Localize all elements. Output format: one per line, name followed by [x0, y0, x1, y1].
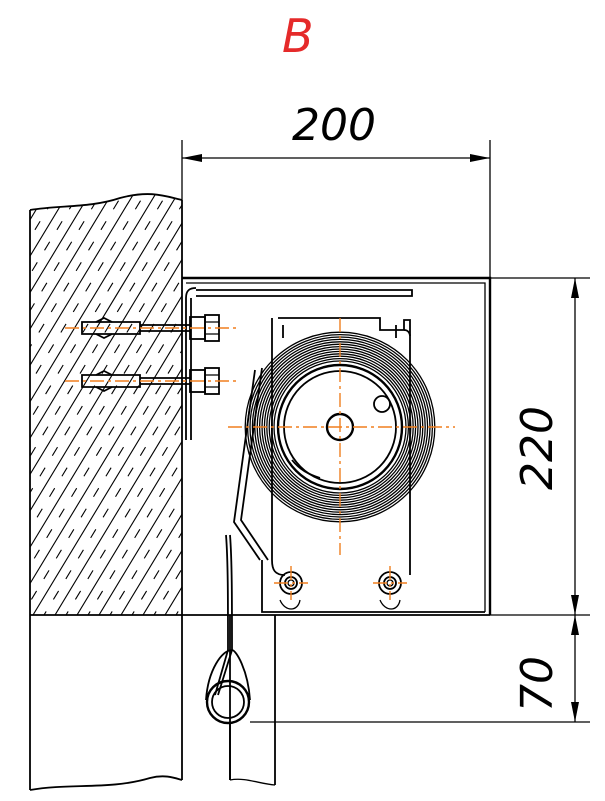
hatch-dash-line [30, 194, 148, 615]
hatch-dash-line [591, 190, 605, 620]
hatch-line [30, 194, 182, 615]
hatch-dash-line [30, 194, 182, 615]
lower-wall [29, 614, 490, 791]
hatch-line [580, 190, 605, 620]
curtain-strap [214, 367, 269, 696]
hatch-line [492, 190, 605, 620]
hatch-dash-line [195, 190, 455, 620]
hatch-line [95, 194, 182, 615]
hatch-line [0, 190, 4, 620]
hatch-line [161, 194, 182, 615]
hatch-dash-line [371, 190, 605, 620]
hatch-line [30, 194, 159, 615]
hatch-line [117, 194, 182, 615]
hatch-dash-line [349, 190, 605, 620]
hatch-line [30, 194, 182, 615]
hatch-line [0, 190, 26, 620]
hatch-line [426, 190, 605, 620]
hatch-dash-line [84, 194, 182, 615]
hatch-line [536, 190, 605, 620]
hatch-line [30, 194, 137, 615]
hatch-dash-line [459, 190, 605, 620]
dimension-height: 220 [490, 277, 590, 616]
hatch-dash-line [172, 194, 182, 615]
dimension-offset-label: 70 [512, 656, 563, 712]
hatch-dash-line [106, 194, 182, 615]
coil-ring [251, 338, 429, 516]
hatch-line [51, 194, 182, 615]
hatch-line [30, 194, 182, 615]
wall-section [0, 190, 605, 780]
hatch-dash-line [30, 194, 104, 615]
hatch-dash-line [62, 194, 182, 615]
dimension-height-label: 220 [512, 406, 563, 490]
hatch-dash-line [415, 190, 605, 620]
view-label: B [282, 9, 314, 63]
hatch-line [30, 194, 93, 615]
hatch-dash-line [437, 190, 605, 620]
hatch-dash-line [525, 190, 605, 620]
dimension-offset: 70 [250, 615, 590, 723]
hatch-dash-line [305, 190, 565, 620]
hatch-line [30, 194, 49, 615]
hatch-line [514, 190, 605, 620]
hatch-line [558, 190, 605, 620]
centerlines [65, 318, 455, 600]
anchor-top [81, 314, 220, 342]
hatch-line [338, 190, 598, 620]
hatch-line [30, 194, 71, 615]
hatch-dash-line [30, 194, 182, 615]
hatch-dash-line [30, 194, 182, 615]
hatch-dash-line [0, 190, 15, 620]
hatch-dash-line [30, 194, 126, 615]
hatch-dash-line [30, 194, 182, 615]
hatch-dash-line [503, 190, 605, 620]
hatch-line [73, 194, 182, 615]
hatch-dash-line [30, 194, 170, 615]
hatch-dash-line [30, 194, 182, 615]
hatch-line [30, 194, 115, 615]
hatch-line [448, 190, 605, 620]
anchor-bolts [81, 314, 220, 395]
hatch-dash-line [327, 190, 587, 620]
hatch-dash-line [481, 190, 605, 620]
dimension-width: 200 [181, 100, 491, 278]
hatch-dash-line [547, 190, 605, 620]
hatch-line [30, 194, 182, 615]
dimension-width-label: 200 [292, 100, 376, 151]
wall-hatching [0, 190, 605, 620]
bottom-bar [205, 649, 251, 780]
hatch-line [30, 194, 181, 615]
hatch-line [316, 190, 576, 620]
hatch-dash-line [128, 194, 182, 615]
hatch-line [30, 194, 182, 615]
hatch-line [294, 190, 554, 620]
